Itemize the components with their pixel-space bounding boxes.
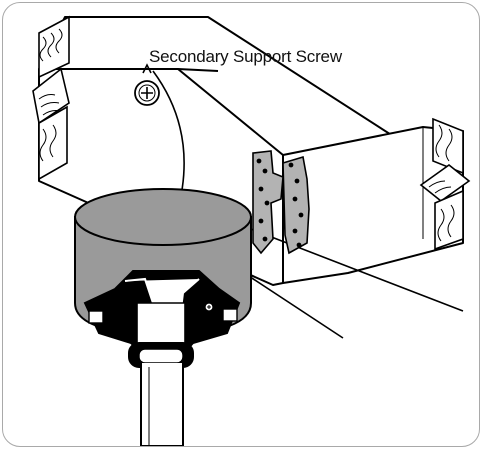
phillips-screw-icon (134, 63, 160, 106)
installation-diagram (32, 15, 471, 446)
mounting-bracket (83, 270, 241, 363)
downrod-pipe (128, 342, 194, 446)
callout-label-secondary-support-screw: Secondary Support Screw (149, 47, 342, 66)
right-joist (282, 126, 464, 284)
right-joist-end-grain (419, 117, 471, 251)
joist-hanger-bracket (252, 150, 310, 255)
left-joist-end-grain (32, 15, 70, 181)
